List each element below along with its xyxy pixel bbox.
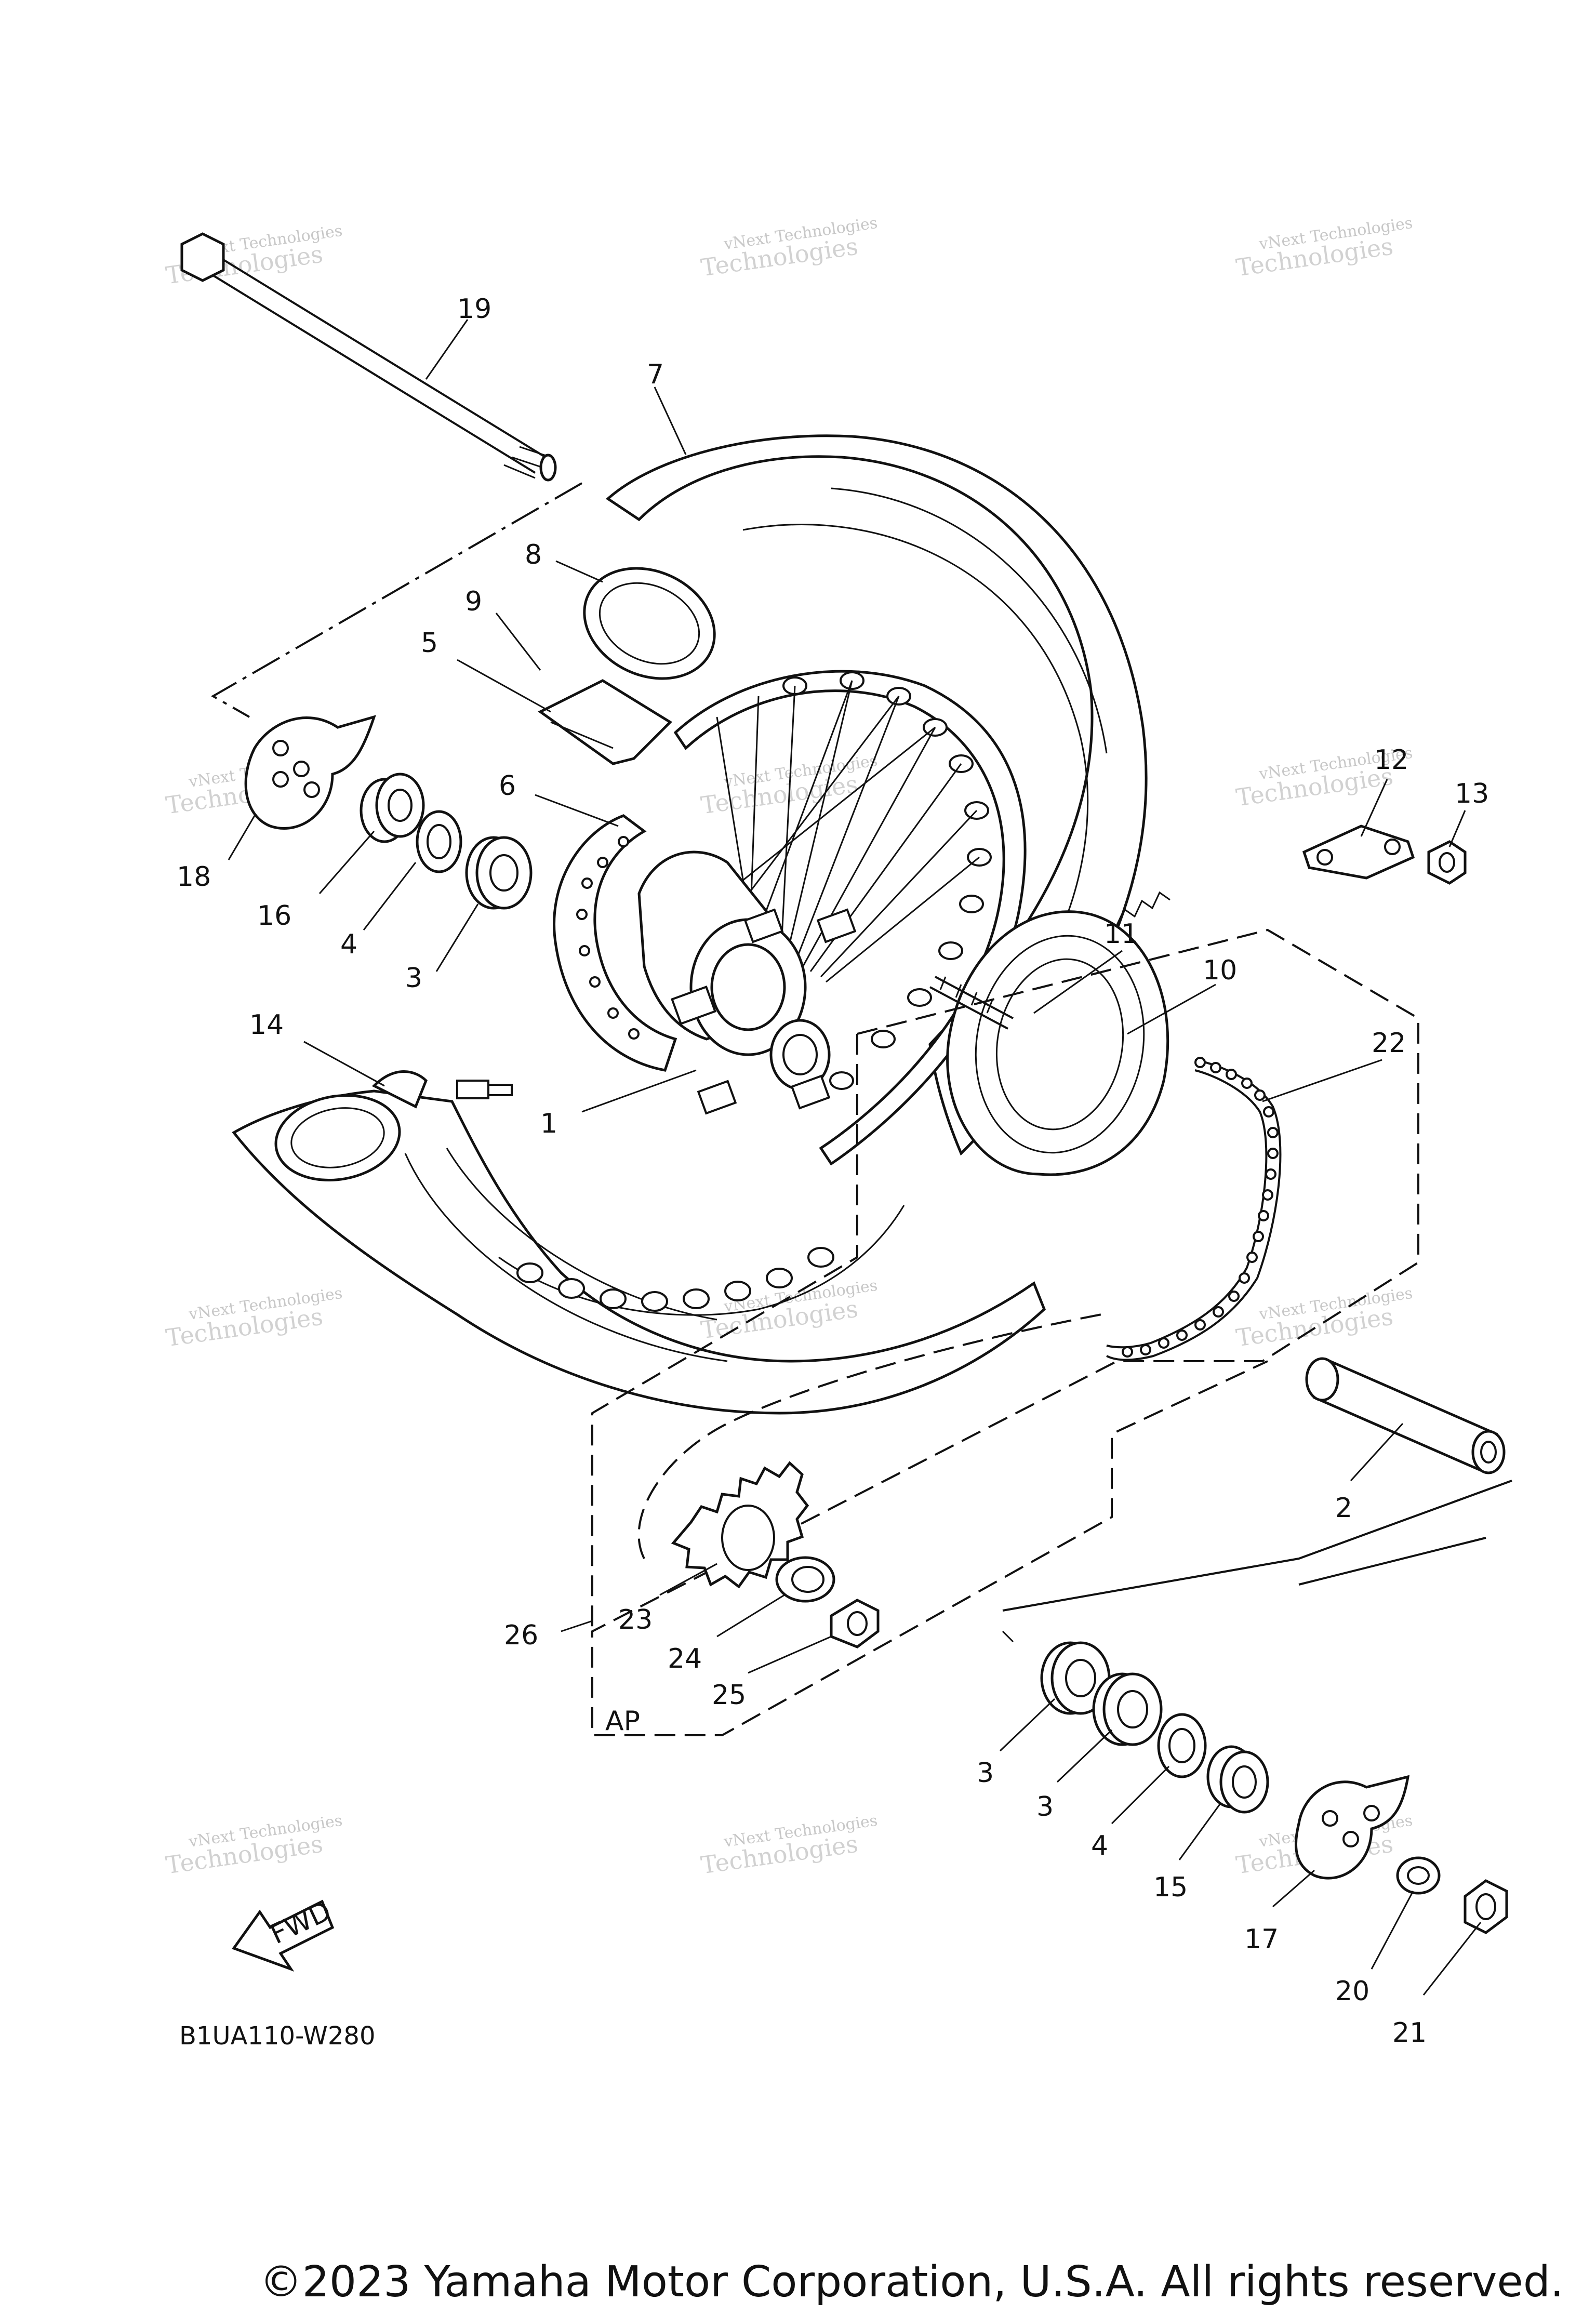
caliper-bracket-18: [244, 715, 376, 830]
callout-3-right-b: 3: [1036, 1791, 1054, 1823]
callout-20: 20: [1335, 1976, 1369, 2007]
callout-5: 5: [421, 628, 438, 659]
rim-band-5: [538, 679, 673, 765]
callout-4-right: 4: [1091, 1830, 1108, 1861]
lock-washer-24: [775, 1556, 835, 1603]
callout-13: 13: [1455, 778, 1489, 809]
callout-2: 2: [1335, 1493, 1352, 1524]
callout-18: 18: [177, 861, 211, 893]
fwd-arrow-icon: FWD: [232, 1896, 336, 1972]
stud-bolt-11: [929, 976, 1014, 1030]
collar-16: [360, 773, 425, 843]
callout-6: 6: [499, 770, 516, 802]
callout-22: 22: [1372, 1028, 1406, 1059]
right-axle-line: [1002, 1480, 1512, 1612]
washer-20: [1396, 1856, 1441, 1895]
callout-19: 19: [457, 294, 491, 325]
oil-seal-4-right: [1157, 1713, 1207, 1778]
copyright-notice: ©2023 Yamaha Motor Corporation, U.S.A. A…: [259, 2257, 1564, 2307]
callout-4-left: 4: [340, 929, 357, 960]
tube-8: [583, 567, 716, 680]
callout-1: 1: [540, 1108, 557, 1139]
drive-sprocket-23: [671, 1461, 809, 1589]
axle-19: [180, 232, 557, 482]
callout-14: 14: [249, 1009, 284, 1041]
brake-disc-6: [553, 814, 677, 1072]
stack-bracket: [1002, 1630, 1014, 1643]
rim-lower: [498, 1205, 905, 1316]
callout-labels: 19 7 8 9 5 6 18 16 4 3 1 14 11 10 22 12 …: [177, 294, 1489, 2049]
callout-21: 21: [1392, 2017, 1427, 2049]
hub-1: [637, 850, 857, 1115]
sprocket-10: [946, 891, 1171, 1176]
caliper-bracket-17: [1294, 1775, 1410, 1880]
tire-front-half: [232, 1089, 1046, 1415]
right-axle-centerline: [1298, 1537, 1486, 1586]
callout-9: 9: [465, 586, 482, 617]
drive-chain-22: [1106, 1057, 1282, 1361]
callout-17: 17: [1244, 1924, 1279, 1955]
callout-10: 10: [1203, 955, 1237, 986]
callout-12: 12: [1374, 744, 1408, 776]
collar-15: [1206, 1745, 1269, 1814]
collar-2: [1305, 1357, 1506, 1474]
bearing-3-right-b: [1092, 1672, 1163, 1746]
nut-25: [830, 1599, 880, 1648]
callout-15: 15: [1153, 1872, 1188, 1903]
callout-3-left: 3: [405, 963, 422, 994]
diagram-code: B1UA110-W280: [179, 2022, 376, 2051]
callout-25: 25: [712, 1680, 746, 1711]
callout-3-right-a: 3: [977, 1758, 994, 1789]
callout-8: 8: [525, 539, 542, 570]
assembly-boundary-left: [591, 1034, 858, 1631]
callout-16: 16: [257, 900, 291, 932]
assembly-boundary: [591, 928, 1419, 1736]
lock-washer-12: [1302, 824, 1415, 880]
nut-13: [1427, 840, 1467, 885]
oil-seal-4-left: [416, 810, 462, 873]
nut-21: [1464, 1879, 1508, 1934]
tube-flap-14: [274, 1070, 513, 1181]
callout-26: 26: [504, 1620, 538, 1651]
callout-23: 23: [618, 1604, 653, 1635]
callout-11: 11: [1104, 919, 1138, 950]
callout-24: 24: [668, 1643, 702, 1674]
bearing-3-left: [465, 836, 533, 910]
callout-7: 7: [647, 359, 664, 390]
ap-label: AP: [605, 1706, 640, 1737]
axle-centerline: [210, 482, 583, 718]
leader-lines: [228, 319, 1482, 1996]
